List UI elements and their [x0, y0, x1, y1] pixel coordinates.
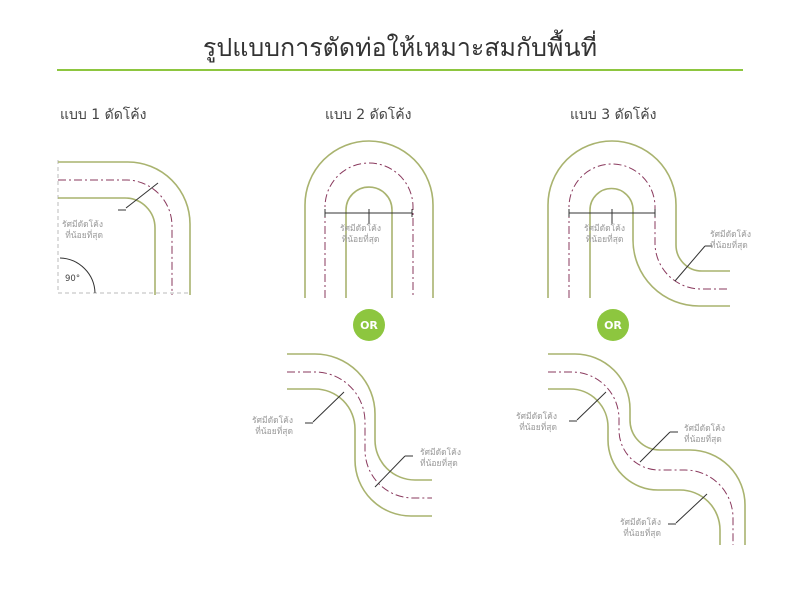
heading-type-2: แบบ 2 ดัดโค้ง: [325, 107, 412, 123]
radius-label-line1: รัศมีดัดโค้ง: [516, 412, 558, 422]
radius-label-line2: ที่น้อยที่สุด: [623, 529, 662, 539]
radius-label: รัศมีดัดโค้งที่น้อยที่สุด: [340, 224, 381, 246]
radius-label-line2: ที่น้อยที่สุด: [65, 231, 104, 241]
radius-label: รัศมีดัดโค้งที่น้อยที่สุด: [516, 412, 557, 434]
radius-label-line2: ที่น้อยที่สุด: [684, 435, 722, 445]
radius-label-line2: ที่น้อยที่สุด: [519, 423, 558, 433]
angle-label: 90°: [65, 274, 81, 284]
diagram-type-3-u-s: [547, 140, 730, 307]
diagram-type-2-s: [287, 353, 432, 517]
radius-label-line2: ที่น้อยที่สุด: [255, 427, 294, 437]
radius-label-line1: รัศมีดัดโค้ง: [710, 230, 752, 240]
radius-label-line1: รัศมีดัดโค้ง: [584, 224, 626, 234]
radius-label-line2: ที่น้อยที่สุด: [585, 235, 624, 245]
radius-label-line2: ที่น้อยที่สุด: [420, 459, 458, 469]
heading-type-3: แบบ 3 ดัดโค้ง: [570, 107, 657, 123]
title-divider: [57, 69, 743, 71]
radius-label-line2: ที่น้อยที่สุด: [710, 241, 748, 251]
diagram-type-3-double-s: [548, 353, 746, 545]
or-badge: OR: [353, 309, 385, 341]
radius-label-line1: รัศมีดัดโค้ง: [340, 224, 382, 234]
heading-type-1: แบบ 1 ดัดโค้ง: [60, 107, 147, 123]
radius-label-line1: รัศมีดัดโค้ง: [62, 220, 104, 230]
radius-label: รัศมีดัดโค้งที่น้อยที่สุด: [62, 220, 103, 242]
or-badge: OR: [597, 309, 629, 341]
radius-label-line1: รัศมีดัดโค้ง: [620, 518, 662, 528]
radius-label-line1: รัศมีดัดโค้ง: [684, 424, 726, 434]
radius-label-line1: รัศมีดัดโค้ง: [420, 448, 462, 458]
radius-label: รัศมีดัดโค้งที่น้อยที่สุด: [684, 424, 725, 446]
diagram-type-1: [57, 160, 191, 295]
diagram-type-2-u: [304, 140, 434, 298]
radius-label-line1: รัศมีดัดโค้ง: [252, 416, 294, 426]
page-title: รูปแบบการตัดท่อให้เหมาะสมกับพื้นที่: [202, 33, 598, 62]
radius-label: รัศมีดัดโค้งที่น้อยที่สุด: [584, 224, 625, 246]
radius-label-line2: ที่น้อยที่สุด: [341, 235, 380, 245]
radius-label: รัศมีดัดโค้งที่น้อยที่สุด: [420, 448, 461, 470]
radius-label: รัศมีดัดโค้งที่น้อยที่สุด: [252, 416, 293, 438]
radius-label: รัศมีดัดโค้งที่น้อยที่สุด: [620, 518, 661, 540]
radius-label: รัศมีดัดโค้งที่น้อยที่สุด: [710, 230, 751, 252]
